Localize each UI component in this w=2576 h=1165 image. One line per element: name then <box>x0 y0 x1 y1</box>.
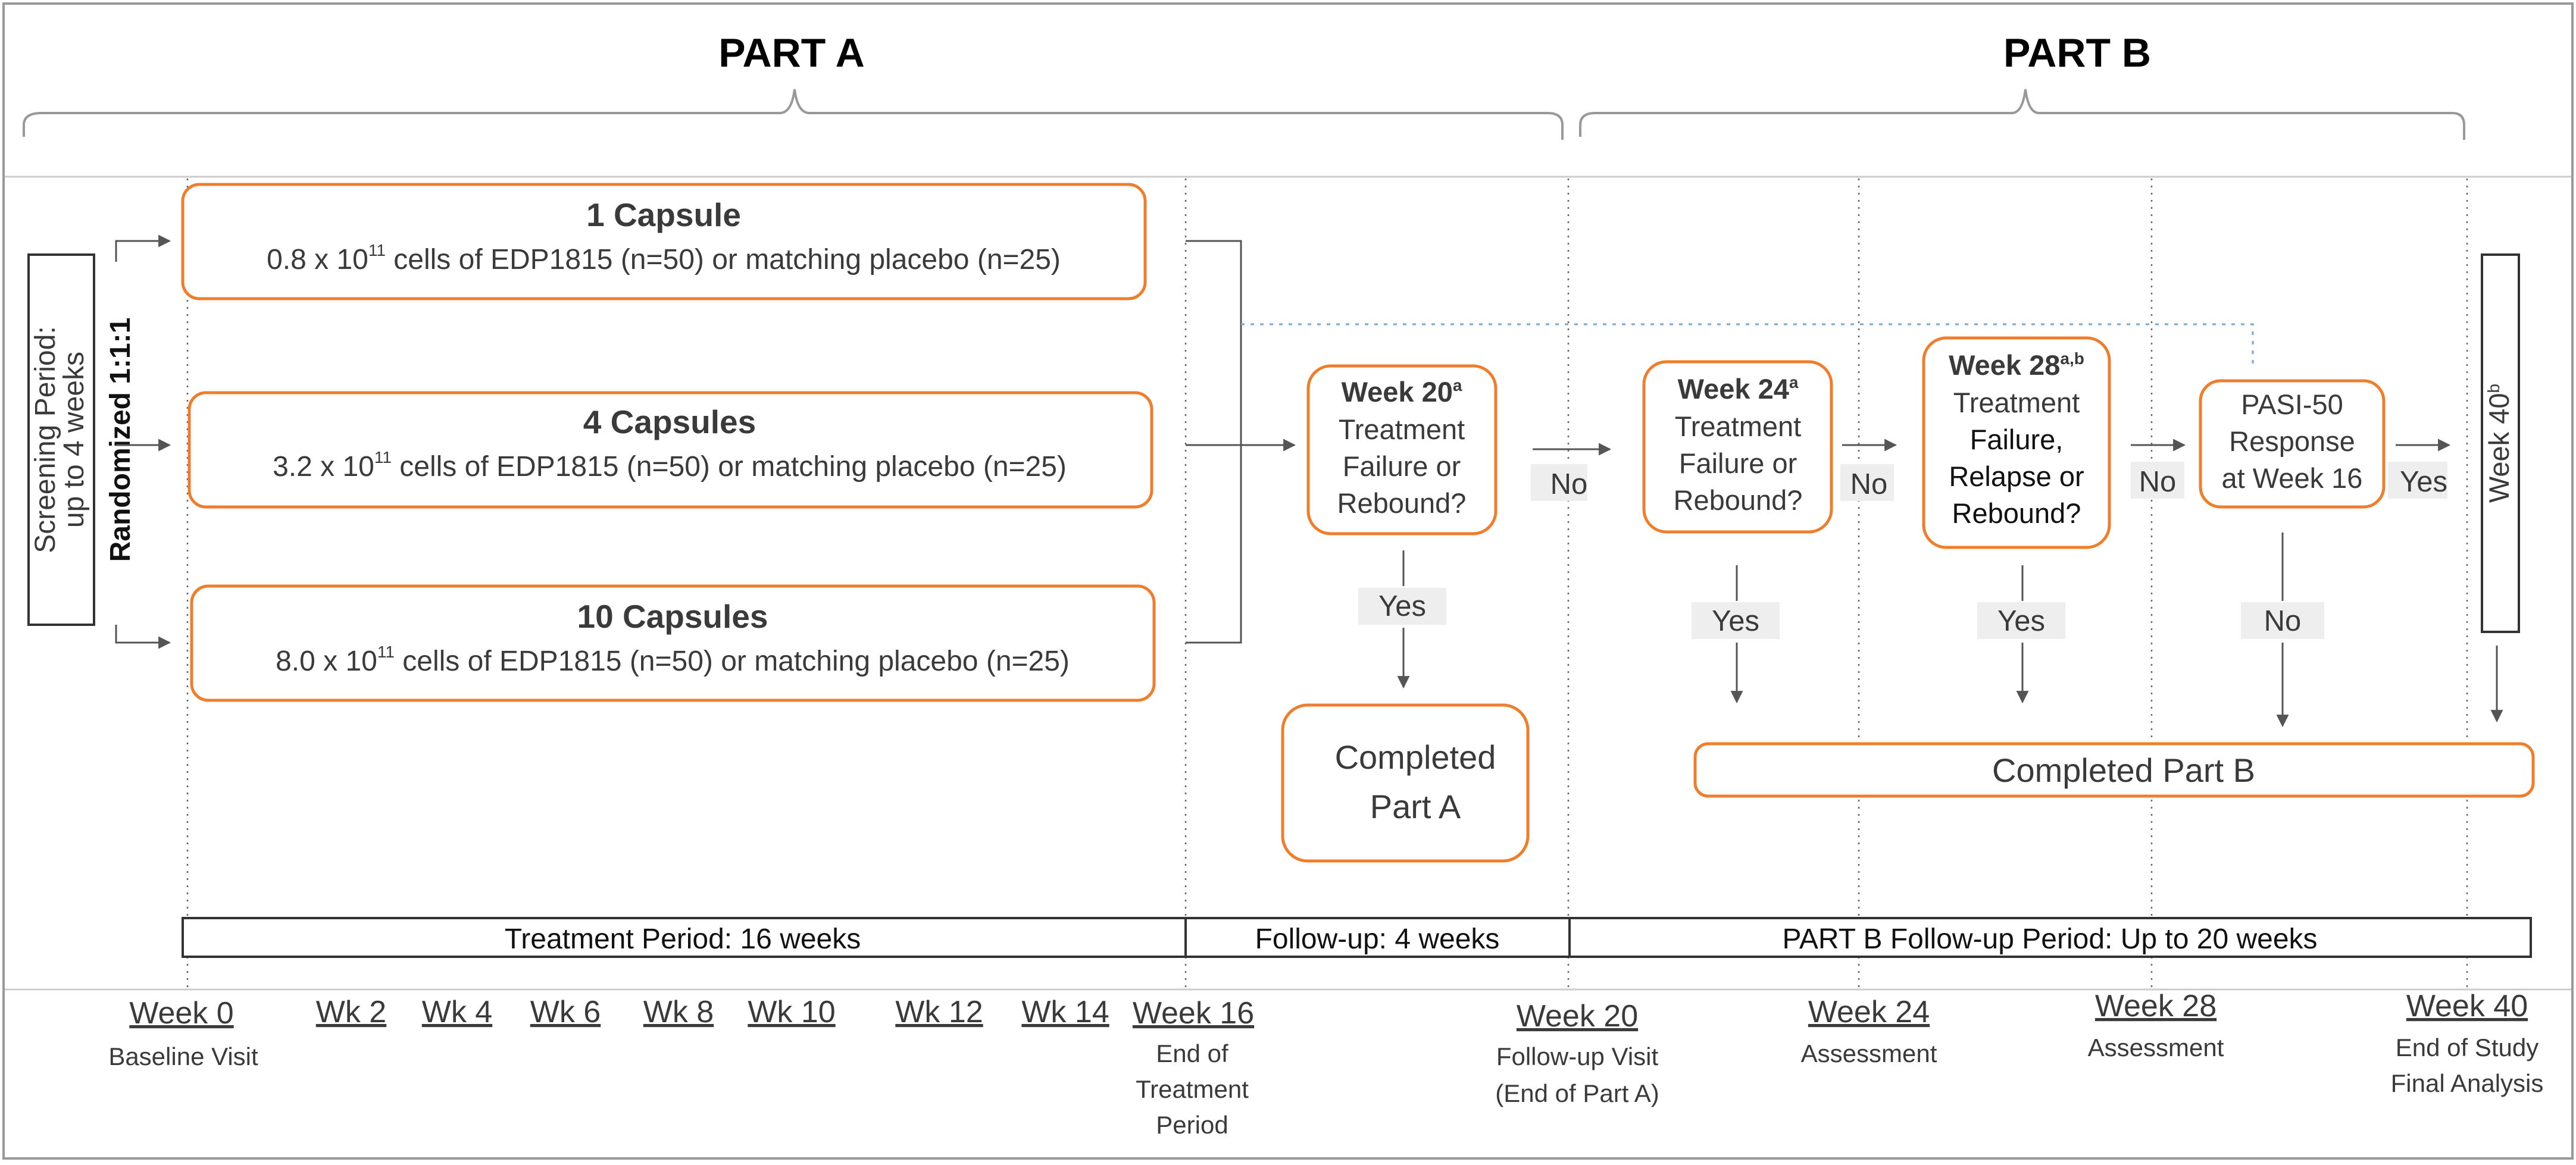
timeline-week40-sub2: Final Analysis <box>2391 1069 2544 1097</box>
arm-1-box: 1 Capsule 0.8 x 1011 cells of EDP1815 (n… <box>181 183 1147 300</box>
timeline-week16-sub2: Treatment <box>1136 1075 1249 1103</box>
timeline-week24-sub: Assessment <box>1801 1039 1937 1067</box>
merge-bracket <box>1186 240 1242 644</box>
timeline-wk4: Wk 4 <box>422 995 492 1029</box>
timeline-week40-sub1: End of Study <box>2396 1034 2539 1061</box>
timeline-wk8: Wk 8 <box>643 995 714 1029</box>
period-partb-label: PART B Follow-up Period: Up to 20 weeks <box>1782 923 2317 955</box>
rand-arrow-3 <box>115 625 171 649</box>
timeline-week0-sub: Baseline Visit <box>108 1042 258 1070</box>
completed-part-a-l1: Completed <box>1335 738 1496 776</box>
timeline-wk14: Wk 14 <box>1021 995 1109 1029</box>
decision-pasi-l2: Response <box>2229 425 2355 457</box>
week40-box <box>2481 253 2520 633</box>
part-a-header: PART A <box>718 30 865 76</box>
timeline-wk2: Wk 2 <box>316 995 386 1029</box>
completed-part-a-l2: Part A <box>1370 788 1461 825</box>
timeline-week20-sub2: (End of Part A) <box>1495 1079 1659 1107</box>
label-no-3: No <box>2139 466 2177 498</box>
period-partb <box>1568 917 2532 958</box>
part-b-brace <box>1579 89 2465 140</box>
label-no-2: No <box>1850 468 1888 500</box>
decision-pasi-l1: PASI-50 <box>2241 389 2343 420</box>
timeline-wk12: Wk 12 <box>895 995 983 1029</box>
rand-arrow-1 <box>115 234 171 262</box>
completed-part-b-box: Completed Part B <box>1693 742 2535 798</box>
decision-week24-l1: Treatment <box>1675 411 1801 442</box>
completed-part-a-box: Completed Part A <box>1281 703 1530 863</box>
screening-line2: up to 4 weeks <box>58 352 90 528</box>
decision-week20-title: Week 20a <box>1342 376 1462 408</box>
label-no-1: No <box>1550 468 1588 500</box>
arm-2-box: 4 Capsules 3.2 x 1011 cells of EDP1815 (… <box>187 391 1153 509</box>
feedback-dashed-line <box>1241 323 2254 369</box>
decision-week24-l3: Rebound? <box>1674 484 1803 516</box>
decision-pasi-l3: at Week 16 <box>2222 462 2363 494</box>
decision-week20: Week 20a Treatment Failure or Rebound? <box>1306 364 1498 535</box>
period-followup <box>1184 917 1571 958</box>
arm-3-title: 10 Capsules <box>577 598 768 635</box>
decision-week24-l2: Failure or <box>1679 447 1797 479</box>
period-followup-label: Follow-up: 4 weeks <box>1255 923 1500 955</box>
decision-week24: Week 24a Treatment Failure or Rebound? <box>1642 360 1833 534</box>
timeline-week20: Week 20 <box>1517 999 1638 1034</box>
week40-box-label: Week 40b <box>2483 384 2515 503</box>
label-no-4: No <box>2264 605 2302 637</box>
completed-part-b-label: Completed Part B <box>1992 751 2255 789</box>
part-b-header: PART B <box>2003 30 2151 76</box>
timeline-week40: Week 40 <box>2406 989 2528 1023</box>
arm-3-box: 10 Capsules 8.0 x 1011 cells of EDP1815 … <box>190 584 1156 702</box>
label-yes-3: Yes <box>1997 605 2045 637</box>
decision-week28-l4: Rebound? <box>1952 497 2081 529</box>
label-yes-2: Yes <box>1712 605 1759 637</box>
timeline-week16-sub3: Period <box>1156 1111 1228 1139</box>
arm-1-title: 1 Capsule <box>586 196 741 233</box>
decision-week28-title: Week 28a,b <box>1949 349 2084 381</box>
decision-week20-l3: Rebound? <box>1337 487 1467 519</box>
decision-week28-l1: Treatment <box>1953 387 2080 418</box>
decision-week20-l1: Treatment <box>1339 414 1465 445</box>
arm-2-dose: 3.2 x 1011 cells of EDP1815 (n=50) or ma… <box>273 448 1067 483</box>
screening-line1: Screening Period: <box>30 326 61 553</box>
arm-3-dose: 8.0 x 1011 cells of EDP1815 (n=50) or ma… <box>276 643 1070 677</box>
decision-week24-title: Week 24a <box>1678 373 1799 405</box>
decision-week20-l2: Failure or <box>1343 450 1461 482</box>
timeline-wk10: Wk 10 <box>748 995 835 1029</box>
decision-week28-l2: Failure, <box>1970 424 2064 455</box>
timeline-week28-sub: Assessment <box>2088 1034 2224 1061</box>
timeline-week16-sub1: End of <box>1156 1039 1228 1067</box>
decision-week28: Week 28a,b Treatment Failure, Relapse or… <box>1922 336 2111 549</box>
timeline-week24: Week 24 <box>1808 995 1930 1029</box>
timeline-wk6: Wk 6 <box>530 995 601 1029</box>
screening-box <box>27 253 95 626</box>
randomized-label: Randomized 1:1:1 <box>105 318 136 562</box>
arm-2-title: 4 Capsules <box>583 403 756 440</box>
label-yes-1: Yes <box>1378 590 1426 622</box>
timeline-week0: Week 0 <box>129 996 233 1031</box>
decision-week28-l3: Relapse or <box>1949 461 2084 492</box>
period-treatment <box>182 917 1187 958</box>
decision-pasi50: PASI-50 Response at Week 16 <box>2199 379 2386 509</box>
label-yes-4: Yes <box>2400 466 2447 498</box>
part-a-brace <box>23 89 1564 140</box>
arm-1-dose: 0.8 x 1011 cells of EDP1815 (n=50) or ma… <box>267 241 1061 275</box>
timeline-week28: Week 28 <box>2095 989 2217 1023</box>
timeline-week16: Week 16 <box>1133 996 1254 1031</box>
timeline-week20-sub1: Follow-up Visit <box>1496 1042 1659 1070</box>
period-treatment-label: Treatment Period: 16 weeks <box>505 923 861 955</box>
